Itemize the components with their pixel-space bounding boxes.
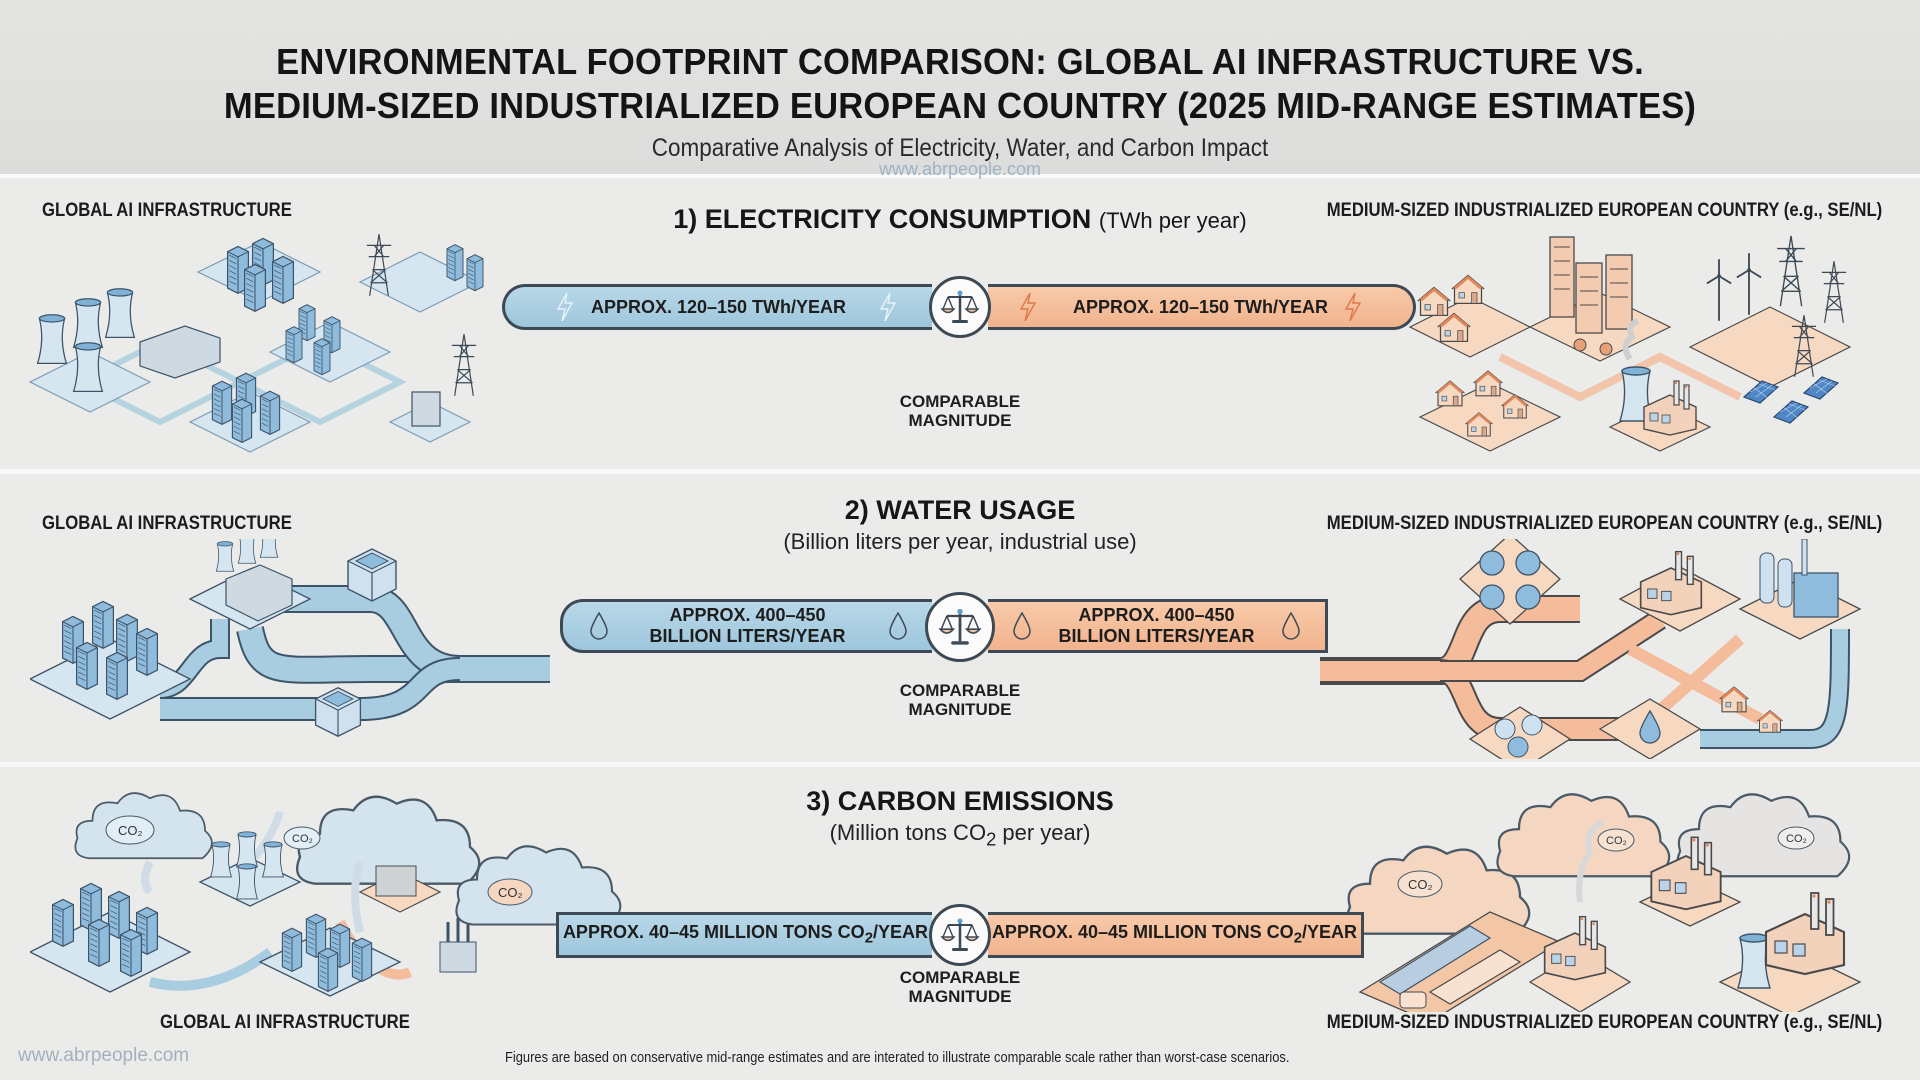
svg-text:CO₂: CO₂ [498,885,523,900]
electricity-unit: (TWh per year) [1098,208,1247,233]
section-title-carbon: 3) CARBON EMISSIONS [806,786,1114,816]
title-line-2: MEDIUM-SIZED INDUSTRIALIZED EUROPEAN COU… [223,85,1697,126]
lightning-bolt-icon [1343,292,1363,322]
water-section: GLOBAL AI INFRASTRUCTURE MEDIUM-SIZED IN… [0,479,1920,767]
balance-scale-icon [929,276,991,338]
ai-infrastructure-label: GLOBAL AI INFRASTRUCTURE [42,513,292,534]
watermark-bottom: www.abrpeople.com [18,1045,190,1066]
country-carbon-value: APPROX. 40–45 MILLION TONS CO2/YEAR [991,921,1358,947]
title-line-1: ENVIRONMENTAL FOOTPRINT COMPARISON: GLOB… [276,41,1644,82]
water-drop-icon [1012,611,1032,641]
section-title-electricity: 1) ELECTRICITY CONSUMPTION (TWh per year… [673,204,1247,234]
european-country-label: MEDIUM-SIZED INDUSTRIALIZED EUROPEAN COU… [1326,1012,1883,1033]
section-title-water: 2) WATER USAGE [844,495,1076,525]
country-water-value: APPROX. 400–450 BILLION LITERS/YEAR [1058,605,1255,646]
carbon-section: 3) CARBON EMISSIONS (Million tons CO2 pe… [0,772,1920,1080]
svg-text:CO₂: CO₂ [1786,833,1807,845]
country-infrastructure-illustration [1408,235,1852,452]
footnote: Figures are based on conservative mid-ra… [505,1049,1290,1066]
page-subtitle: Comparative Analysis of Electricity, Wat… [651,134,1269,162]
comparable-magnitude-label: COMPARABLE MAGNITUDE [899,968,1021,1006]
watermark-top: www.abrpeople.com [878,159,1042,179]
country-carbon-bar: APPROX. 40–45 MILLION TONS CO2/YEAR [988,912,1364,958]
water-drop-icon [589,611,609,641]
european-country-label: MEDIUM-SIZED INDUSTRIALIZED EUROPEAN COU… [1326,513,1883,534]
comparable-magnitude-label: COMPARABLE MAGNITUDE [899,681,1021,719]
carbon-unit: (Million tons CO2 per year) [829,820,1091,850]
ai-datacenter-illustration [28,233,484,453]
european-country-label: MEDIUM-SIZED INDUSTRIALIZED EUROPEAN COU… [1326,200,1883,221]
water-drop-icon [1281,611,1301,641]
header: ENVIRONMENTAL FOOTPRINT COMPARISON: GLOB… [0,0,1920,179]
ai-water-bar: APPROX. 400–450 BILLION LITERS/YEAR [560,599,932,653]
electricity-section: GLOBAL AI INFRASTRUCTURE MEDIUM-SIZED IN… [0,182,1920,474]
lightning-bolt-icon [878,292,898,322]
country-emissions-illustration: CO₂ CO₂ CO₂ [1345,793,1862,1012]
lightning-bolt-icon [555,292,575,322]
ai-water-value: APPROX. 400–450 BILLION LITERS/YEAR [649,605,846,646]
country-water-bar: APPROX. 400–450 BILLION LITERS/YEAR [988,599,1328,653]
page-title: ENVIRONMENTAL FOOTPRINT COMPARISON: GLOB… [38,0,1881,128]
svg-text:CO₂: CO₂ [1606,835,1627,847]
country-water-use-illustration [1320,539,1862,759]
co2-cloud-label: CO₂ [118,823,143,838]
country-electricity-bar: APPROX. 120–150 TWh/YEAR [988,284,1416,330]
country-electricity-value: APPROX. 120–150 TWh/YEAR [1072,296,1329,317]
svg-text:CO₂: CO₂ [1408,877,1433,892]
ai-infrastructure-label: GLOBAL AI INFRASTRUCTURE [160,1012,410,1033]
ai-emissions-illustration: CO₂ CO₂ CO₂ [30,792,622,997]
ai-electricity-bar: APPROX. 120–150 TWh/YEAR [502,284,932,330]
ai-carbon-bar: APPROX. 40–45 MILLION TONS CO2/YEAR [556,912,932,958]
ai-water-cooling-illustration [30,539,550,737]
balance-scale-icon [929,904,991,966]
water-unit: (Billion liters per year, industrial use… [783,529,1137,554]
balance-scale-icon [925,592,995,662]
ai-electricity-value: APPROX. 120–150 TWh/YEAR [590,296,847,317]
ai-carbon-value: APPROX. 40–45 MILLION TONS CO2/YEAR [562,921,929,947]
water-drop-icon [888,611,908,641]
lightning-bolt-icon [1018,292,1038,322]
svg-text:CO₂: CO₂ [292,833,313,845]
ai-infrastructure-label: GLOBAL AI INFRASTRUCTURE [42,200,292,221]
comparable-magnitude-label: COMPARABLE MAGNITUDE [899,392,1021,430]
